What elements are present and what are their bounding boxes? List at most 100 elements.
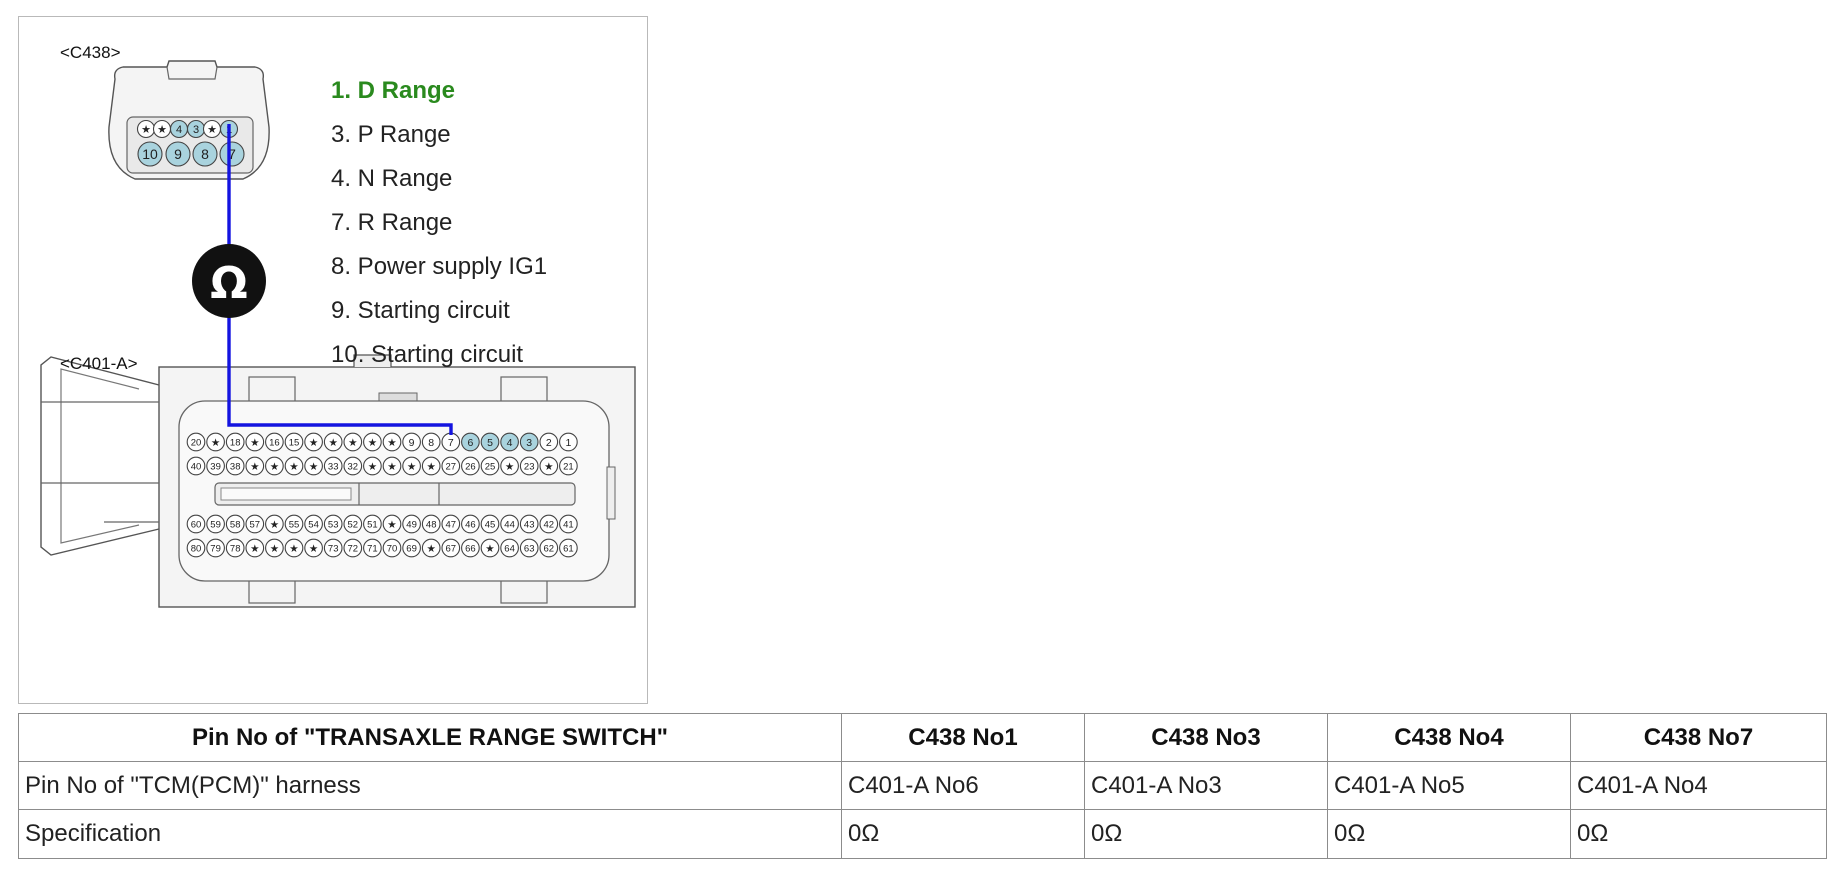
pin: ★ [402, 456, 421, 476]
pin-label: 32 [348, 461, 359, 472]
pin: ★ [323, 432, 343, 452]
pin-label: 72 [348, 543, 359, 554]
pin: 73 [323, 538, 343, 558]
pin: ★ [421, 538, 441, 558]
header-cell: C438 No4 [1327, 713, 1571, 762]
pin: 15 [284, 432, 304, 452]
pin-label: ★ [407, 461, 417, 473]
ohm-symbol: Ω [210, 258, 247, 309]
pin-label: 47 [446, 519, 457, 530]
pin-label: ★ [309, 543, 319, 555]
c401-bracket [40, 356, 160, 556]
table-cell: C401-A No3 [1084, 761, 1328, 810]
pin: 48 [421, 514, 441, 534]
pin-circle [441, 514, 461, 534]
pin: 46 [461, 514, 480, 534]
pin-label: ★ [270, 461, 280, 473]
pin: ★ [421, 456, 441, 476]
pin-label: 20 [191, 437, 202, 448]
pin-circle [219, 141, 245, 167]
pin-label: 1 [565, 437, 571, 449]
pin-circle [186, 456, 206, 476]
table-row: Pin No of "TCM(PCM)" harness C401-A No6 … [18, 761, 1827, 810]
legend-item-8: 8. Power supply IG1 [331, 253, 548, 280]
pin-circle [165, 141, 191, 167]
pin: ★ [539, 456, 559, 476]
pin-circle [519, 432, 539, 452]
pin-circle [559, 538, 578, 558]
pin-circle [382, 538, 402, 558]
pin-circle [402, 456, 421, 476]
pin-label: 71 [367, 543, 378, 554]
pin-circle [402, 432, 421, 452]
pin-circle [343, 538, 363, 558]
pin-circle [186, 514, 206, 534]
pin-circle [265, 538, 284, 558]
pin-label: 57 [250, 519, 261, 530]
pin-circle [225, 432, 245, 452]
pin-label: ★ [250, 437, 260, 449]
pin-label: 49 [406, 519, 417, 530]
header-cell: C438 No7 [1570, 713, 1827, 762]
pin-circle [539, 432, 559, 452]
pin: 80 [186, 538, 206, 558]
pin-circle [441, 538, 461, 558]
pin-label: 59 [210, 519, 221, 530]
pin: 64 [500, 538, 519, 558]
header-cell: C438 No1 [841, 713, 1085, 762]
pin-circle [480, 538, 500, 558]
pin-circle [323, 432, 343, 452]
pin: 7 [441, 432, 461, 452]
pin-label: ★ [270, 519, 280, 531]
pin-label: 53 [328, 519, 339, 530]
pin-circle [284, 432, 304, 452]
pin-circle [265, 456, 284, 476]
pin-label: ★ [250, 543, 260, 555]
pin-circle [480, 514, 500, 534]
pin-circle [206, 514, 225, 534]
pin: 9 [402, 432, 421, 452]
pin-circle [500, 432, 519, 452]
pin-circle [519, 456, 539, 476]
pin-label: 79 [210, 543, 221, 554]
pin: 8 [192, 141, 218, 167]
pin-label: 16 [269, 437, 280, 448]
pin-circle [206, 456, 225, 476]
pin: ★ [304, 432, 323, 452]
pin: 53 [323, 514, 343, 534]
pin: 62 [539, 538, 559, 558]
pin-label: ★ [207, 124, 217, 136]
spec-table: Pin No of "TRANSAXLE RANGE SWITCH" C438 … [18, 713, 1827, 859]
pin: 33 [323, 456, 343, 476]
pin: 60 [186, 514, 206, 534]
pin: ★ [202, 119, 222, 139]
pin: ★ [500, 456, 519, 476]
pin: 42 [539, 514, 559, 534]
legend-item-3: 3. P Range [331, 121, 451, 148]
c438-latch [166, 66, 218, 80]
pin-label: 5 [487, 437, 493, 449]
table-cell: 0Ω [1570, 809, 1827, 859]
pin: 39 [206, 456, 225, 476]
pin: 2 [539, 432, 559, 452]
legend-item-4: 4. N Range [331, 165, 453, 192]
pin: 18 [225, 432, 245, 452]
pin-circle [461, 538, 480, 558]
pin: 3 [519, 432, 539, 452]
pin-circle [421, 456, 441, 476]
pin-circle [480, 432, 500, 452]
pin: ★ [480, 538, 500, 558]
pin-label: 41 [563, 519, 574, 530]
pin-legend: 1. D Range 3. P Range 4. N Range 7. R Ra… [331, 69, 547, 377]
pin-circle [284, 538, 304, 558]
pin-label: 8 [201, 146, 209, 162]
table-row: Specification 0Ω 0Ω 0Ω 0Ω [18, 809, 1827, 859]
pin-label: ★ [368, 437, 378, 449]
pin: 8 [421, 432, 441, 452]
pin: ★ [265, 538, 284, 558]
pin-circle [304, 538, 323, 558]
pin-label: 62 [544, 543, 555, 554]
pin-label: 4 [176, 124, 182, 136]
pin-circle [539, 456, 559, 476]
pin: 49 [402, 514, 421, 534]
